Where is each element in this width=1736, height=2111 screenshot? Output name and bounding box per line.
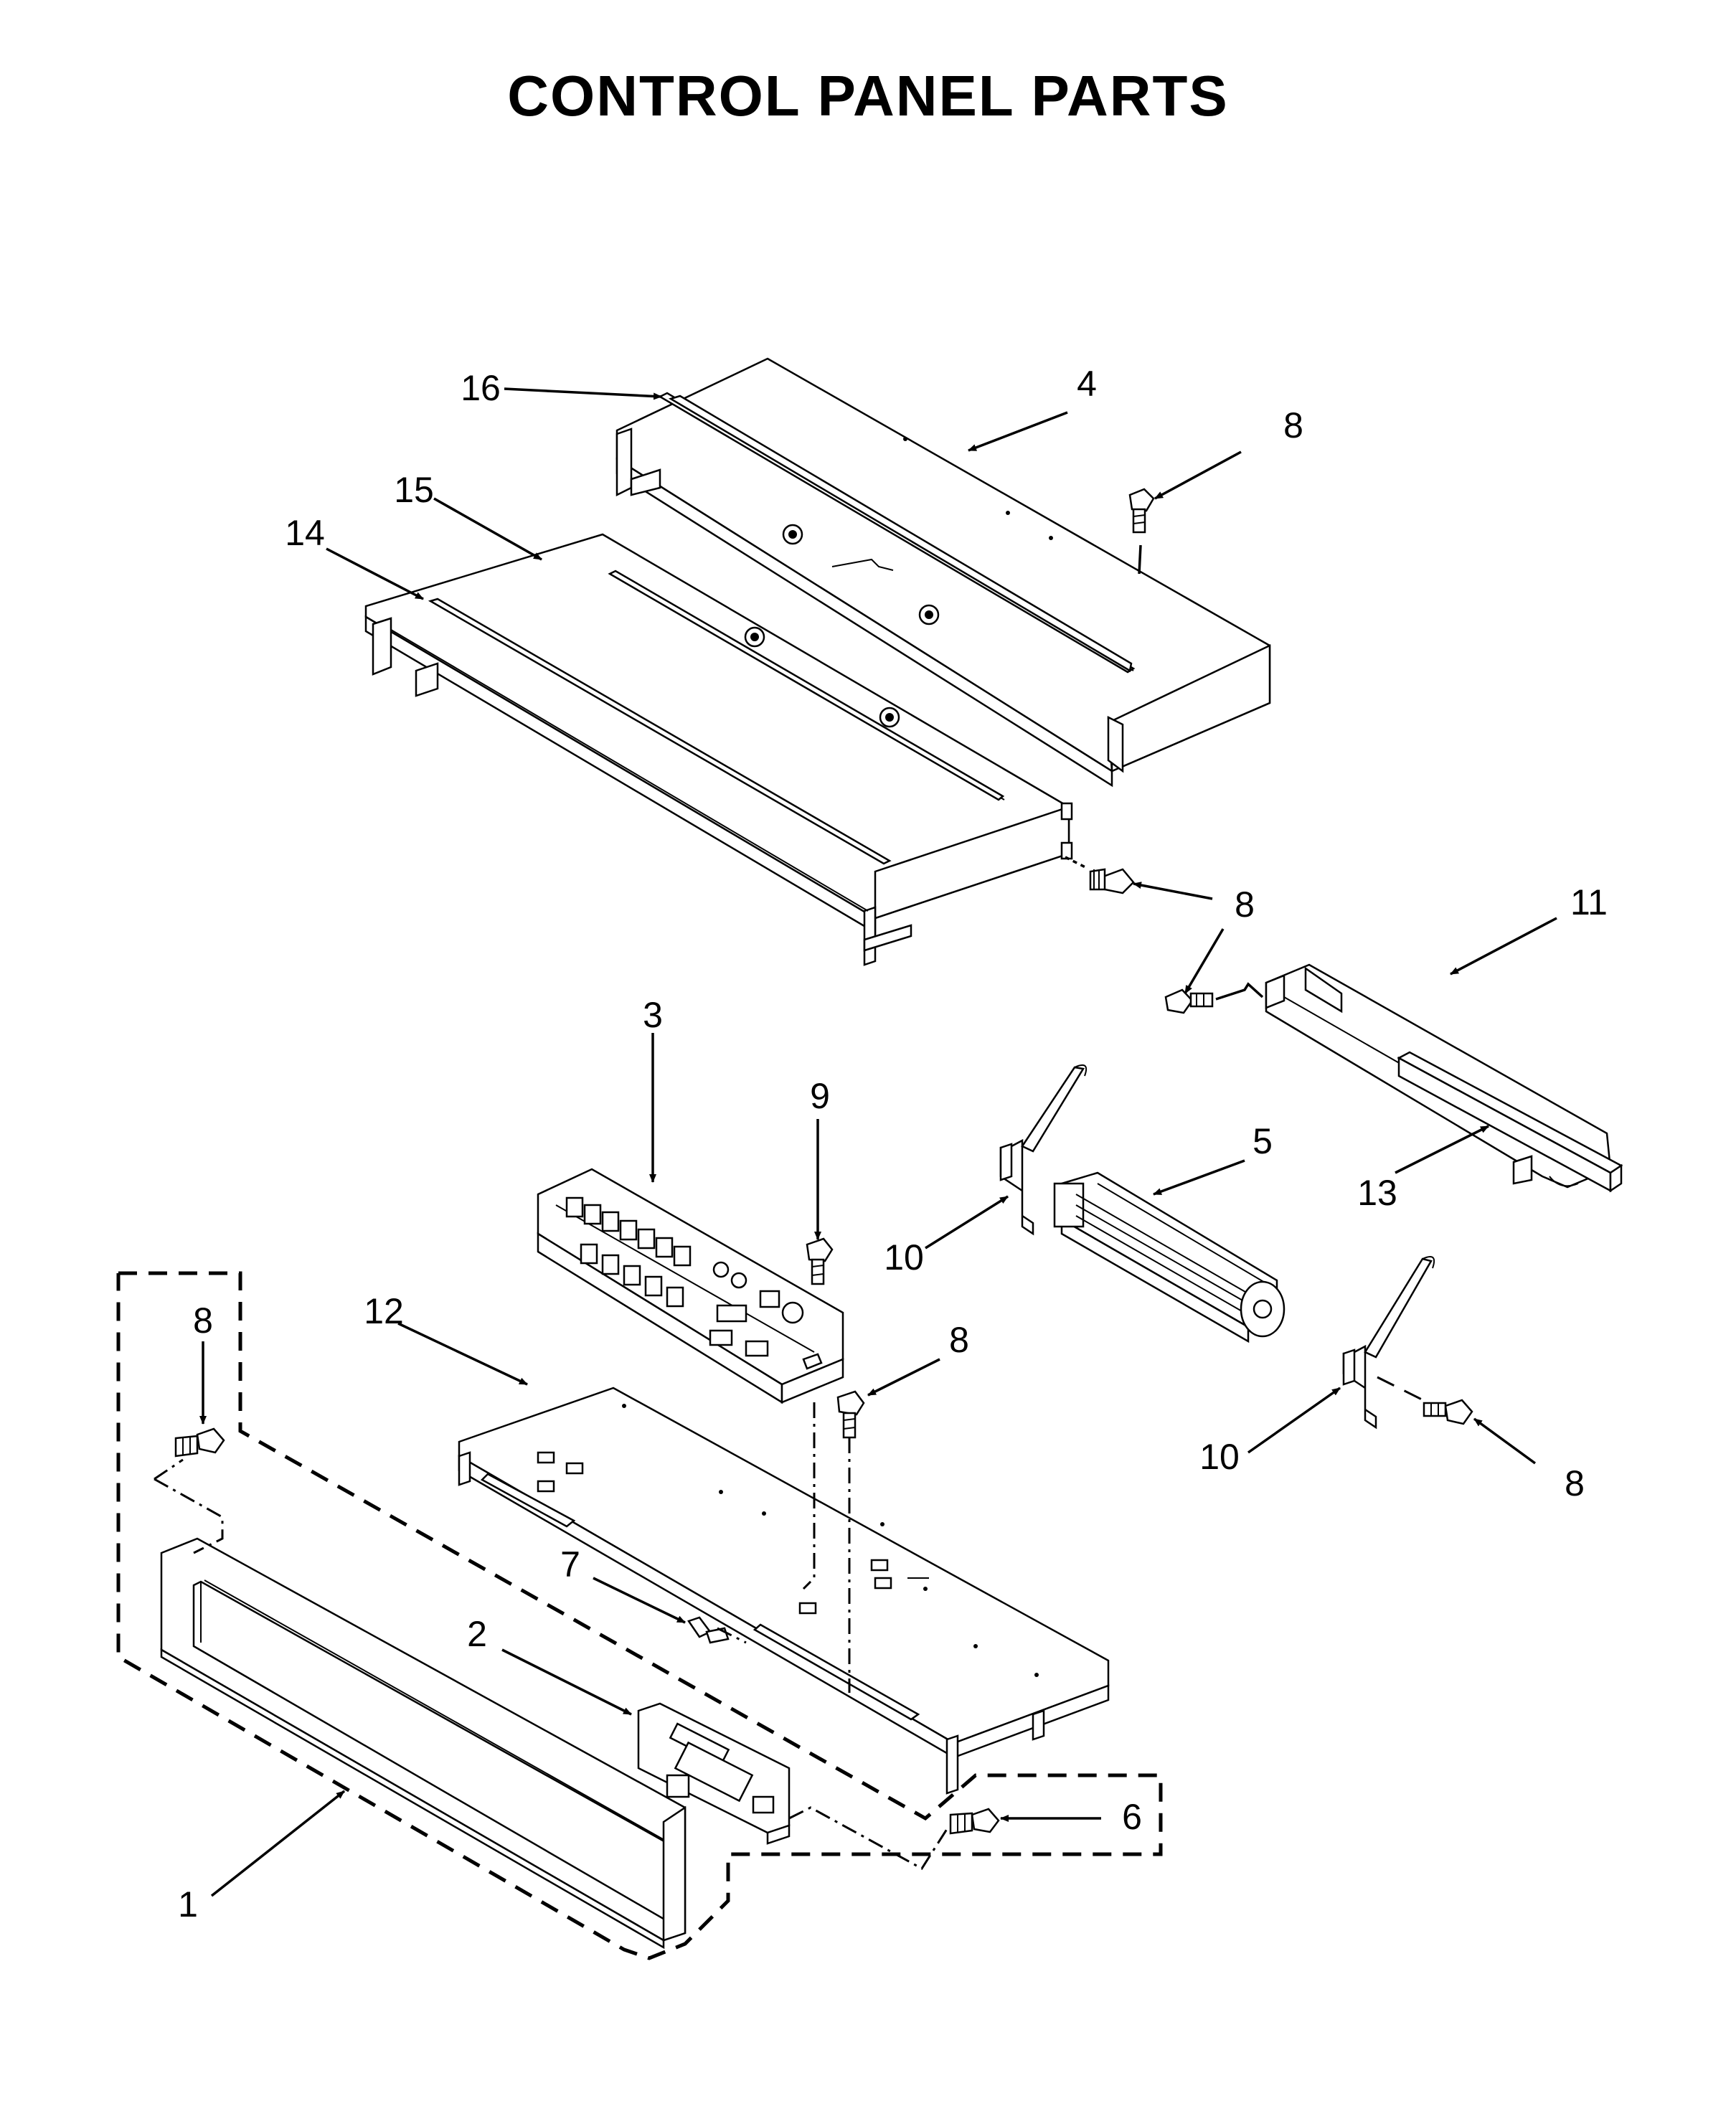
part-1-control-panel-trim: [160, 1537, 687, 1950]
part-2-ui-board: [637, 1702, 791, 1845]
callout-4: 4: [1077, 364, 1097, 404]
callout-7: 7: [560, 1544, 580, 1585]
callout-8-f: 8: [1565, 1463, 1585, 1503]
part-8-screw-b: [1065, 856, 1135, 894]
part-8-screw-a: [1128, 488, 1155, 575]
part-5-blower: [1053, 1171, 1286, 1343]
leader-lines: [199, 387, 1557, 1897]
callout-6: 6: [1122, 1797, 1142, 1837]
callout-labels: 16 4 8 15 14 8 11 3 9 5 13 10 8 12 8 10 …: [178, 364, 1608, 1925]
part-4-upper-cover: [615, 357, 1271, 788]
part-6-screw: [949, 1808, 1000, 1835]
part-12-mounting-plate: [458, 1387, 1110, 1795]
callout-8-a: 8: [1283, 405, 1303, 445]
part-8-screw-c: [1164, 982, 1264, 1014]
part-9-screw: [806, 1237, 834, 1285]
part-10-bracket-a: [999, 1064, 1088, 1236]
callout-3: 3: [643, 995, 663, 1035]
callout-9: 9: [810, 1076, 830, 1116]
callout-12: 12: [364, 1291, 404, 1331]
callout-8-b: 8: [1235, 884, 1255, 925]
part-8-screw-e: [1423, 1399, 1473, 1425]
callout-15: 15: [394, 470, 434, 510]
part-8-screw-d: [836, 1390, 865, 1439]
callout-11: 11: [1570, 882, 1608, 922]
part-10-bracket-b: [1342, 1256, 1435, 1430]
callout-14: 14: [285, 513, 325, 553]
part-11-strip: [1397, 1051, 1623, 1193]
callout-8-e: 8: [193, 1300, 213, 1341]
connection-lines: [116, 1271, 1163, 1960]
callout-2: 2: [467, 1614, 487, 1654]
callout-8-d: 8: [949, 1320, 969, 1360]
part-15-lower-cover: [364, 533, 1073, 966]
part-8-screw-f: [174, 1427, 225, 1458]
page-title: CONTROL PANEL PARTS: [507, 64, 1229, 128]
callout-5: 5: [1253, 1121, 1273, 1161]
callout-1: 1: [178, 1884, 198, 1925]
callout-10-a: 10: [884, 1237, 924, 1278]
callout-10-b: 10: [1199, 1437, 1240, 1477]
part-3-control-board: [537, 1168, 844, 1404]
callout-16: 16: [461, 368, 501, 408]
callout-13: 13: [1357, 1173, 1397, 1213]
